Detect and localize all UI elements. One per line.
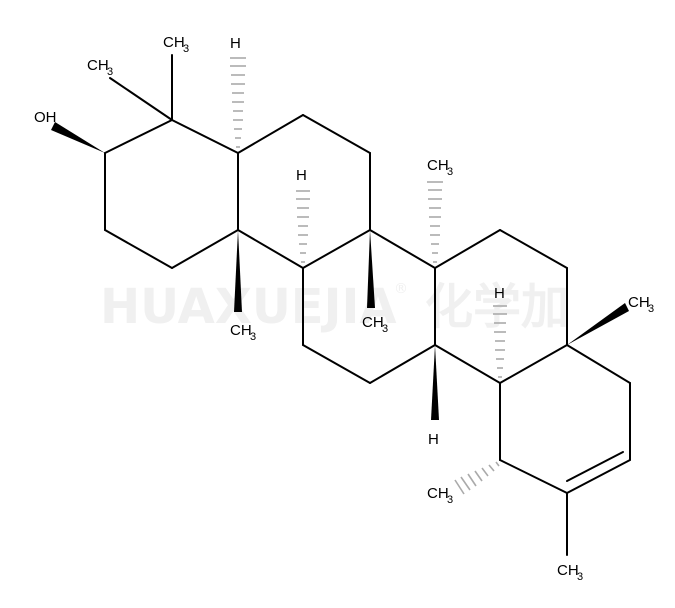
bond [104, 229, 173, 269]
svg-text:3: 3 [250, 331, 256, 343]
svg-text:3: 3 [577, 571, 583, 583]
bond [104, 119, 173, 154]
svg-text:3: 3 [183, 43, 189, 55]
svg-text:CH: CH [427, 157, 449, 174]
bond [302, 114, 371, 154]
bond [369, 344, 436, 384]
label-ch3-top: CH 3 [163, 34, 189, 55]
bond [369, 229, 436, 269]
wedge-methyl [567, 303, 629, 345]
svg-text:3: 3 [447, 494, 453, 506]
atom-labels: OH CH 3 CH 3 H H CH 3 CH 3 CH 3 CH 3 H H [34, 34, 654, 583]
bond [434, 229, 501, 269]
svg-text:CH: CH [362, 314, 384, 331]
svg-text:3: 3 [648, 303, 654, 315]
hashed-wedges [230, 57, 507, 495]
bond [499, 229, 568, 269]
label-ch3-c17: CH 3 [628, 294, 654, 315]
svg-text:CH: CH [557, 562, 579, 579]
label-oh: OH [34, 109, 57, 126]
label-ch3-c20: CH 3 [557, 562, 583, 583]
watermark-cjk: 化学加 [425, 279, 569, 335]
bond [302, 344, 371, 384]
bond [302, 229, 371, 269]
wedge-oh [51, 122, 105, 153]
bond [499, 459, 568, 494]
double-bond-inner [566, 451, 624, 482]
bond [171, 229, 239, 269]
wedge-methyl [367, 230, 375, 308]
watermark-text: HUAXUEJIA [100, 279, 396, 335]
bond [171, 119, 239, 154]
bond [237, 229, 304, 269]
wedge-h [431, 345, 439, 420]
bond [566, 344, 631, 384]
label-h-c14: H [428, 431, 439, 448]
svg-text:CH: CH [87, 57, 109, 74]
label-h-c5: H [230, 35, 241, 52]
svg-text:3: 3 [382, 323, 388, 335]
watermark-registered: ® [394, 281, 408, 297]
bond [566, 459, 631, 494]
svg-text:3: 3 [447, 166, 453, 178]
svg-text:3: 3 [107, 66, 113, 78]
svg-text:CH: CH [628, 294, 650, 311]
label-ch3-c13: CH 3 [427, 157, 453, 178]
watermark: HUAXUEJIA ® 化学加 [100, 279, 569, 335]
label-h-c9: H [296, 167, 307, 184]
wedge-methyl [234, 230, 242, 312]
bond-skeleton [104, 54, 631, 556]
bond [434, 344, 501, 384]
solid-wedges [51, 122, 629, 420]
bond [237, 114, 304, 154]
label-ch3-c8: CH 3 [362, 314, 388, 335]
svg-text:CH: CH [163, 34, 185, 51]
bond [109, 77, 173, 121]
svg-text:CH: CH [427, 485, 449, 502]
bond [499, 344, 568, 384]
label-ch3-upper-left: CH 3 [87, 57, 113, 78]
label-h-c18: H [494, 285, 505, 302]
svg-text:CH: CH [230, 322, 252, 339]
label-ch3-c19: CH 3 [427, 485, 453, 506]
label-ch3-c10: CH 3 [230, 322, 256, 343]
